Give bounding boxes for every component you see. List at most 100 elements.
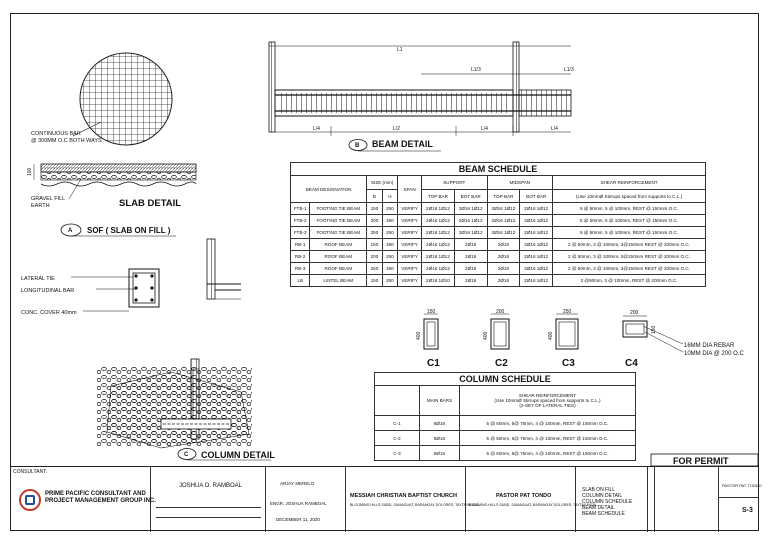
consultant-label: CONSULTANT: (13, 469, 47, 475)
table-row: C-1 8Ø16 5 @ 50mm, 5@ 75mm, 4 @ 100mm, R… (374, 415, 636, 431)
table-cell: 2Ø16 1Ø12 (519, 250, 554, 263)
table-cell: 2 @ 50mm, 3 @ 100mm, 3@150mm REST @ 200m… (552, 262, 706, 275)
beam-dim-top-1: L1 (397, 47, 403, 53)
table-cell: LB (289, 274, 311, 287)
c4-depth: 150 (651, 325, 657, 334)
for-permit-label: FOR PERMIT (673, 456, 729, 466)
table-cell: VERIFY (397, 214, 423, 227)
designer-name: ARJAY MERELO (280, 481, 315, 486)
table-cell: 2 @ 50mm, 3 @ 100mm, 3@150mm REST @ 200m… (552, 250, 706, 263)
col-empty-header (374, 385, 420, 416)
table-cell: VERIFY (397, 202, 423, 215)
structural-drawing: CONTINUOUS BAR @ 300MM O.C BOTH WAYS 100… (21, 41, 758, 466)
sheet-info-cell: PASTOR PAT TONDO S-3 (648, 467, 762, 532)
table-cell: VERIFY (397, 238, 423, 251)
table-cell: 350 (381, 238, 399, 251)
c4-label: C4 (625, 358, 638, 369)
owner-short: PASTOR PAT TONDO (722, 483, 762, 488)
table-cell: VERIFY (397, 262, 423, 275)
table-cell: 150 (366, 202, 383, 215)
c2-label: C2 (495, 358, 508, 369)
table-cell: 2Ø16 (453, 274, 488, 287)
table-cell: 2Ø16 (453, 262, 488, 275)
c1-width: 150 (427, 309, 436, 315)
gravel-leader (68, 178, 82, 200)
table-cell: 5 @ 50mm, 5@ 75mm, 4 @ 100mm, REST @ 150… (459, 430, 636, 446)
owner-address: BLOOMING HILLS SUBD. SUMAGUAT, BARANGAY … (468, 503, 598, 507)
table-cell: 2Ø16 1Ø12 (486, 202, 521, 215)
table-cell: RB-3 (289, 262, 311, 275)
table-cell: FOOTING TIE BEAM (309, 202, 368, 215)
table-cell: 200 (366, 250, 383, 263)
c4-width: 200 (630, 310, 639, 316)
table-cell: 2Ø16 1Ø12 (421, 250, 455, 263)
c1-label: C1 (427, 358, 440, 369)
contents-item: COLUMN SCHEDULE (582, 499, 633, 505)
table-cell: FTB-3 (289, 226, 311, 239)
contents-cell: SLAB ON FILL COLUMN DETAIL COLUMN SCHEDU… (576, 467, 648, 532)
drawing-sheet: CONTINUOUS BAR @ 300MM O.C BOTH WAYS 100… (10, 13, 762, 532)
beam-dim-bottom-3: L/4 (481, 126, 488, 132)
table-cell: 250 (366, 226, 383, 239)
table-cell: 2Ø16 1Ø12 (486, 226, 521, 239)
owner-cell: PASTOR PAT TONDO BLOOMING HILLS SUBD. SU… (466, 467, 597, 532)
beam-detail-marker (348, 139, 368, 151)
table-cell: C-1 (374, 415, 420, 431)
shear-note: (Use 10mmØ Stirrups spaced from supports… (552, 189, 706, 203)
col-shear-header: SHEAR REINFORCEMENT (Use 10mmØ Stirrups … (459, 385, 636, 416)
rebar-note-1: 16MM DIA REBAR (684, 343, 735, 349)
slab-section (33, 163, 197, 187)
table-cell: 300 (381, 274, 399, 287)
table-cell: RB-1 (289, 238, 311, 251)
table-cell: 5 @ 50mm, 5@ 75mm, 4 @ 100mm, REST @ 150… (459, 445, 636, 461)
company-name-line1: PRIME PACIFIC CONSULTANT AND (45, 491, 146, 497)
table-cell: 2Ø16 1Ø12 (519, 202, 554, 215)
beam-schedule-title: BEAM SCHEDULE (290, 162, 706, 176)
table-cell: 350 (381, 250, 399, 263)
project-address: BLOOMING HILLS SUBD. SUMAGUAT, BARANGAY … (350, 503, 480, 507)
table-cell: 2Ø16 1Ø12 (519, 262, 554, 275)
table-cell: ROOF BEAM (309, 238, 368, 251)
table-cell: FTB-1 (289, 202, 311, 215)
midspan-top-header: TOP BAR (486, 189, 521, 203)
for-permit-box (650, 453, 758, 466)
table-cell: 2Ø16 1Ø12 (519, 214, 554, 227)
slab-mesh-plan (79, 52, 173, 146)
column-detail-title: COLUMN DETAIL (201, 450, 275, 460)
beam-dim-bottom-1: L/4 (313, 126, 320, 132)
longitudinal-bar-label: LONGITUDINAL BAR (21, 288, 74, 294)
table-cell: 150 (366, 238, 383, 251)
slab-thickness: 100 (27, 167, 33, 176)
table-cell: 250 (366, 262, 383, 275)
engineer-cell: JOSHUA O. RAMBOAL (151, 467, 266, 532)
table-cell: VERIFY (397, 250, 423, 263)
table-cell: 8Ø16 (419, 415, 460, 431)
column-detail-marker-letter: C (184, 452, 189, 458)
table-cell: 2Ø16 (486, 262, 521, 275)
c3-width: 250 (563, 309, 572, 315)
size-header: SIZE (mm) (366, 175, 399, 190)
beam-dim-top-2: L1/3 (471, 67, 481, 73)
table-cell: ROOF BEAM (309, 250, 368, 263)
table-cell: 8Ø16 (419, 445, 460, 461)
table-cell: 200 (366, 214, 383, 227)
table-cell: 350 (381, 262, 399, 275)
sof-title: SOF ( SLAB ON FILL ) (87, 226, 171, 235)
table-cell: 2Ø16 1Ø12 (453, 202, 488, 215)
table-cell: 350 (381, 214, 399, 227)
table-cell: FOOTING TIE BEAM (309, 214, 368, 227)
sof-marker-letter: A (68, 228, 73, 234)
table-cell: 2Ø16 1Ø12 (486, 214, 521, 227)
table-cell: 2Ø16 1Ø12 (519, 226, 554, 239)
gravel-fill-label: GRAVEL FILL (31, 196, 65, 202)
main-bars-header: MAIN BARS (419, 385, 460, 416)
company-logo (19, 489, 41, 511)
table-cell: 2Ø16 1Ø10 (421, 274, 455, 287)
table-cell: 2Ø16 (486, 250, 521, 263)
table-cell: FTB-2 (289, 214, 311, 227)
project-cell: MESSIAH CHRISTIAN BAPTIST CHURCH BLOOMIN… (346, 467, 479, 532)
